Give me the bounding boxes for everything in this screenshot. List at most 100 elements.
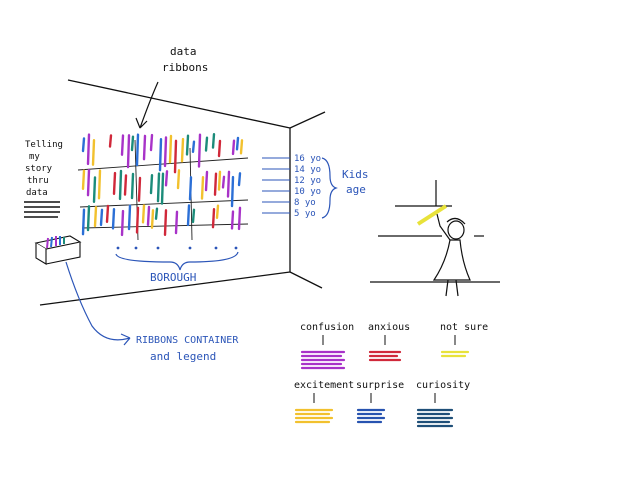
ribbon-mark [213,172,218,196]
ribbon-mark [93,206,98,228]
legend-item-surprise: surprise [356,380,404,424]
ribbon-mark [221,175,226,189]
child-figure [370,180,500,297]
ribbon-mark [160,172,165,205]
ribbon-mark [81,208,86,236]
legend-item-confusion: confusion [300,322,354,370]
ribbon-mark [237,206,242,231]
ribbon-mark [231,139,236,156]
age-label: 10 yo [294,187,321,197]
data-ribbons-arrow [135,81,159,129]
ribbon-mark [120,209,125,237]
ribbon-mark [86,168,91,197]
ribbon-mark [174,210,179,235]
ribbon-mark [150,209,155,229]
telling-line-5: data [26,188,48,198]
telling-line-1: Telling [25,140,63,150]
legend-label: surprise [356,380,404,391]
ribbon-mark [173,139,178,174]
age-label: 16 yo [294,154,321,164]
ribbon-mark [126,134,131,169]
borough-dot [214,246,218,250]
age-label: 8 yo [294,198,316,208]
data-ribbons-label-2: ribbons [162,61,208,74]
ribbon-mark [197,133,202,168]
ribbon-mark [211,132,216,149]
ribbon-mark [204,136,209,152]
wall-ribbons [81,132,244,237]
ribbon-mark [230,175,235,208]
borough-dots [116,246,238,250]
ribbon-mark [191,208,196,224]
ribbon-mark [130,135,135,152]
ribbon-mark [154,207,159,220]
ribbon-mark [211,208,216,229]
ribbon-mark [217,139,222,158]
container-label-2: and legend [150,350,216,363]
ribbon-mark [120,134,125,156]
ribbon-mark [149,133,154,152]
ribbon-mark [142,134,147,161]
kids-age-label-2: age [346,183,366,196]
container-ribbons [46,236,65,249]
legend-label: excitement [294,380,354,391]
ribbon-mark [111,208,116,230]
ribbon-mark [92,176,97,203]
borough-brace [115,251,239,271]
ribbon-mark [137,176,142,202]
age-label: 14 yo [294,165,321,175]
ribbon-mark [239,139,244,155]
legend-label: anxious [368,322,410,333]
room-lines [39,79,326,306]
ribbon-mark [97,169,102,200]
ribbon-mark [158,137,163,172]
age-label: 5 yo [294,209,316,219]
legend-item-excitement: excitement [294,380,354,424]
legend-label: confusion [300,322,354,333]
container-arrow [65,261,131,346]
legend-item-curiosity: curiosity [416,380,470,428]
kids-age-label-1: Kids [342,168,369,181]
borough-dot [234,246,238,250]
ribbon-mark [135,133,140,167]
ribbon-mark [81,169,86,190]
age-ticks [262,157,290,214]
ribbon-mark [127,204,132,231]
ribbon-mark [99,208,104,227]
ribbon-mark [235,136,240,151]
legend-label: not sure [440,322,488,333]
ribbon-mark [226,170,231,198]
ribbon-mark [164,170,169,187]
ribbon-mark [118,169,123,201]
borough-dot [134,246,138,250]
ribbon-mark [230,210,235,230]
telling-line-3: story [25,164,53,174]
ribbon-mark [146,205,151,226]
legend-item-not-sure: not sure [440,322,488,358]
ribbons-container-box [34,235,82,265]
ribbon-mark [200,175,205,200]
ribbon-mark [156,172,161,203]
ribbon-mark [135,206,140,234]
container-label-1: RIBBONS CONTAINER [136,335,239,346]
borough-dot [156,246,160,250]
ribbon-mark [91,139,96,166]
borough-dot [188,246,192,250]
ribbon-mark [123,174,128,196]
ribbon-mark [86,133,91,166]
ribbon-mark [215,204,220,220]
ribbon-mark [163,136,168,168]
ribbon-mark [130,172,135,200]
legend-item-anxious: anxious [368,322,410,362]
ribbon-mark [188,176,193,201]
ribbon-mark [185,134,190,156]
age-label: 12 yo [294,176,321,186]
ribbon-mark [237,172,242,187]
ribbon-mark [186,204,191,227]
ribbon-mark [108,134,113,148]
ribbon-mark [86,205,91,232]
ribbon-mark [191,140,196,154]
